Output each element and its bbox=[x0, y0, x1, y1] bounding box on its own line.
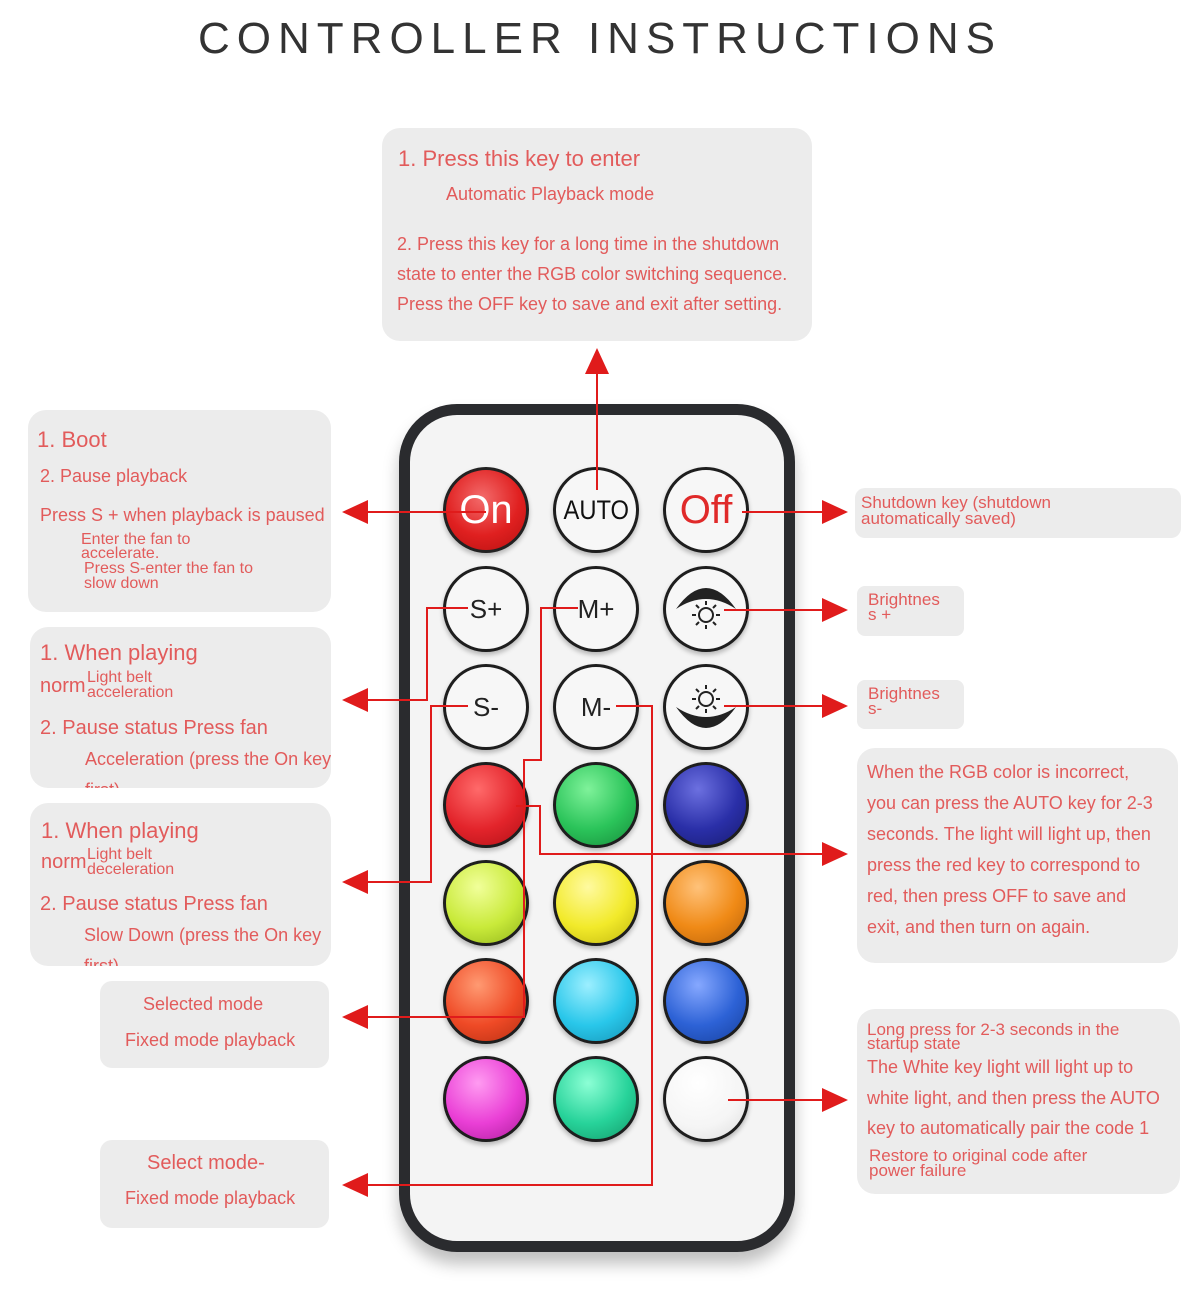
note-boot-line2: 2. Pause playback bbox=[40, 466, 188, 486]
orange-color-key[interactable] bbox=[663, 860, 749, 946]
note-accel-line3: 2. Pause status Press fan bbox=[40, 717, 268, 739]
note-rgb-line5: red, then press OFF to save and bbox=[867, 886, 1127, 906]
note-decel-line4: Slow Down (press the On key bbox=[84, 925, 322, 945]
note-auto-line2: Automatic Playback mode bbox=[446, 184, 655, 204]
note-white-line4: white light, and then press the AUTO bbox=[867, 1088, 1160, 1108]
note-bright-up-line1: Brightnes bbox=[868, 590, 940, 609]
brightness-down-key[interactable] bbox=[663, 664, 749, 750]
note-accel-line1: 1. When playing bbox=[40, 640, 198, 665]
on-key[interactable]: On bbox=[443, 467, 529, 553]
note-brightness-down: Brightnes s- bbox=[857, 680, 964, 729]
note-decel-line2c: deceleration bbox=[87, 861, 175, 878]
note-off-line1: Shutdown key (shutdown bbox=[861, 493, 1051, 512]
note-mminus-line2: Fixed mode playback bbox=[125, 1188, 296, 1208]
m-minus-key-label: M- bbox=[580, 691, 612, 722]
on-key-label: On bbox=[459, 487, 513, 532]
green-color-key[interactable] bbox=[553, 762, 639, 848]
note-brightness-up: Brightnes s + bbox=[857, 586, 964, 636]
note-decel-line2a: norm bbox=[41, 851, 87, 873]
off-key[interactable]: Off bbox=[663, 467, 749, 553]
brightness-up-icon bbox=[676, 588, 736, 629]
note-acceleration: 1. When playing norm Light belt accelera… bbox=[30, 627, 331, 788]
auto-key-label: AUTO bbox=[563, 494, 629, 525]
yellow-color-key[interactable] bbox=[553, 860, 639, 946]
note-rgb-line1: When the RGB color is incorrect, bbox=[867, 762, 1130, 782]
note-boot-line3: Press S + when playback is paused bbox=[40, 505, 325, 525]
red-orange-color-key[interactable] bbox=[443, 958, 529, 1044]
note-bright-down-line1: Brightnes bbox=[868, 684, 940, 703]
note-rgb-correction: When the RGB color is incorrect, you can… bbox=[857, 748, 1178, 963]
note-off-key: Shutdown key (shutdown automatically sav… bbox=[855, 488, 1181, 538]
note-bright-down-line2: s- bbox=[868, 699, 883, 718]
note-boot: 1. Boot 2. Pause playback Press S + when… bbox=[28, 410, 331, 612]
s-minus-key-label: S- bbox=[473, 691, 499, 722]
note-rgb-line2: you can press the AUTO key for 2-3 bbox=[867, 793, 1153, 813]
cyan-color-key[interactable] bbox=[553, 958, 639, 1044]
note-boot-line4: Enter the fan to bbox=[81, 531, 191, 548]
note-boot-line7: slow down bbox=[84, 575, 159, 592]
aqua-color-key[interactable] bbox=[553, 1056, 639, 1142]
note-decel-line5: first) bbox=[84, 956, 119, 966]
red-color-key[interactable] bbox=[443, 762, 529, 848]
blue-color-key[interactable] bbox=[663, 762, 749, 848]
note-boot-line1: 1. Boot bbox=[37, 427, 107, 452]
note-mminus-line1: Select mode- bbox=[147, 1152, 265, 1174]
m-plus-key-label: M+ bbox=[577, 593, 615, 624]
note-auto-line1: 1. Press this key to enter bbox=[398, 146, 641, 171]
note-bright-up-line2: s + bbox=[868, 605, 892, 624]
note-auto-line4: state to enter the RGB color switching s… bbox=[397, 264, 788, 284]
note-decel-line3: 2. Pause status Press fan bbox=[40, 893, 268, 915]
note-decel-line1: 1. When playing bbox=[41, 818, 199, 843]
note-off-line2: automatically saved) bbox=[861, 509, 1016, 528]
note-accel-line5: first) bbox=[85, 780, 120, 788]
off-key-label: Off bbox=[679, 487, 733, 532]
brightness-down-icon bbox=[676, 685, 736, 728]
note-boot-line6: Press S-enter the fan to bbox=[84, 560, 253, 577]
note-white-line7: power failure bbox=[869, 1161, 967, 1180]
note-accel-line2b: Light belt bbox=[87, 669, 152, 686]
note-rgb-line3: seconds. The light will light up, then bbox=[867, 824, 1151, 844]
lime-color-key[interactable] bbox=[443, 860, 529, 946]
note-mplus-line2: Fixed mode playback bbox=[125, 1030, 296, 1050]
note-white-line1: Long press for 2-3 seconds in the bbox=[867, 1020, 1120, 1039]
note-mplus-line1: Selected mode bbox=[143, 994, 264, 1014]
note-white-line2: startup state bbox=[867, 1034, 961, 1053]
note-m-minus: Select mode- Fixed mode playback bbox=[100, 1140, 329, 1228]
note-rgb-line4: press the red key to correspond to bbox=[867, 855, 1141, 875]
note-auto-line3: 2. Press this key for a long time in the… bbox=[397, 234, 780, 254]
note-rgb-line6: exit, and then turn on again. bbox=[867, 917, 1091, 937]
note-white-line3: The White key light will light up to bbox=[867, 1057, 1134, 1077]
note-white-line6: Restore to original code after bbox=[869, 1146, 1088, 1165]
magenta-color-key[interactable] bbox=[443, 1056, 529, 1142]
note-accel-line2a: norm bbox=[40, 675, 86, 697]
note-white-line5: key to automatically pair the code 1 bbox=[867, 1118, 1150, 1138]
note-m-plus: Selected mode Fixed mode playback bbox=[100, 981, 329, 1068]
note-boot-line5: accelerate. bbox=[81, 545, 160, 562]
note-decel-line2b: Light belt bbox=[87, 846, 152, 863]
note-deceleration: 1. When playing norm Light belt decelera… bbox=[30, 803, 331, 966]
s-plus-key-label: S+ bbox=[469, 593, 503, 624]
note-auto-key: 1. Press this key to enter Automatic Pla… bbox=[382, 128, 812, 341]
note-white-key: Long press for 2-3 seconds in the startu… bbox=[857, 1009, 1180, 1194]
note-accel-line2c: acceleration bbox=[87, 684, 174, 701]
page-title: CONTROLLER INSTRUCTIONS bbox=[198, 14, 1002, 63]
note-accel-line4: Acceleration (press the On key bbox=[85, 749, 331, 769]
note-auto-line5: Press the OFF key to save and exit after… bbox=[397, 294, 783, 314]
mid-blue-color-key[interactable] bbox=[663, 958, 749, 1044]
